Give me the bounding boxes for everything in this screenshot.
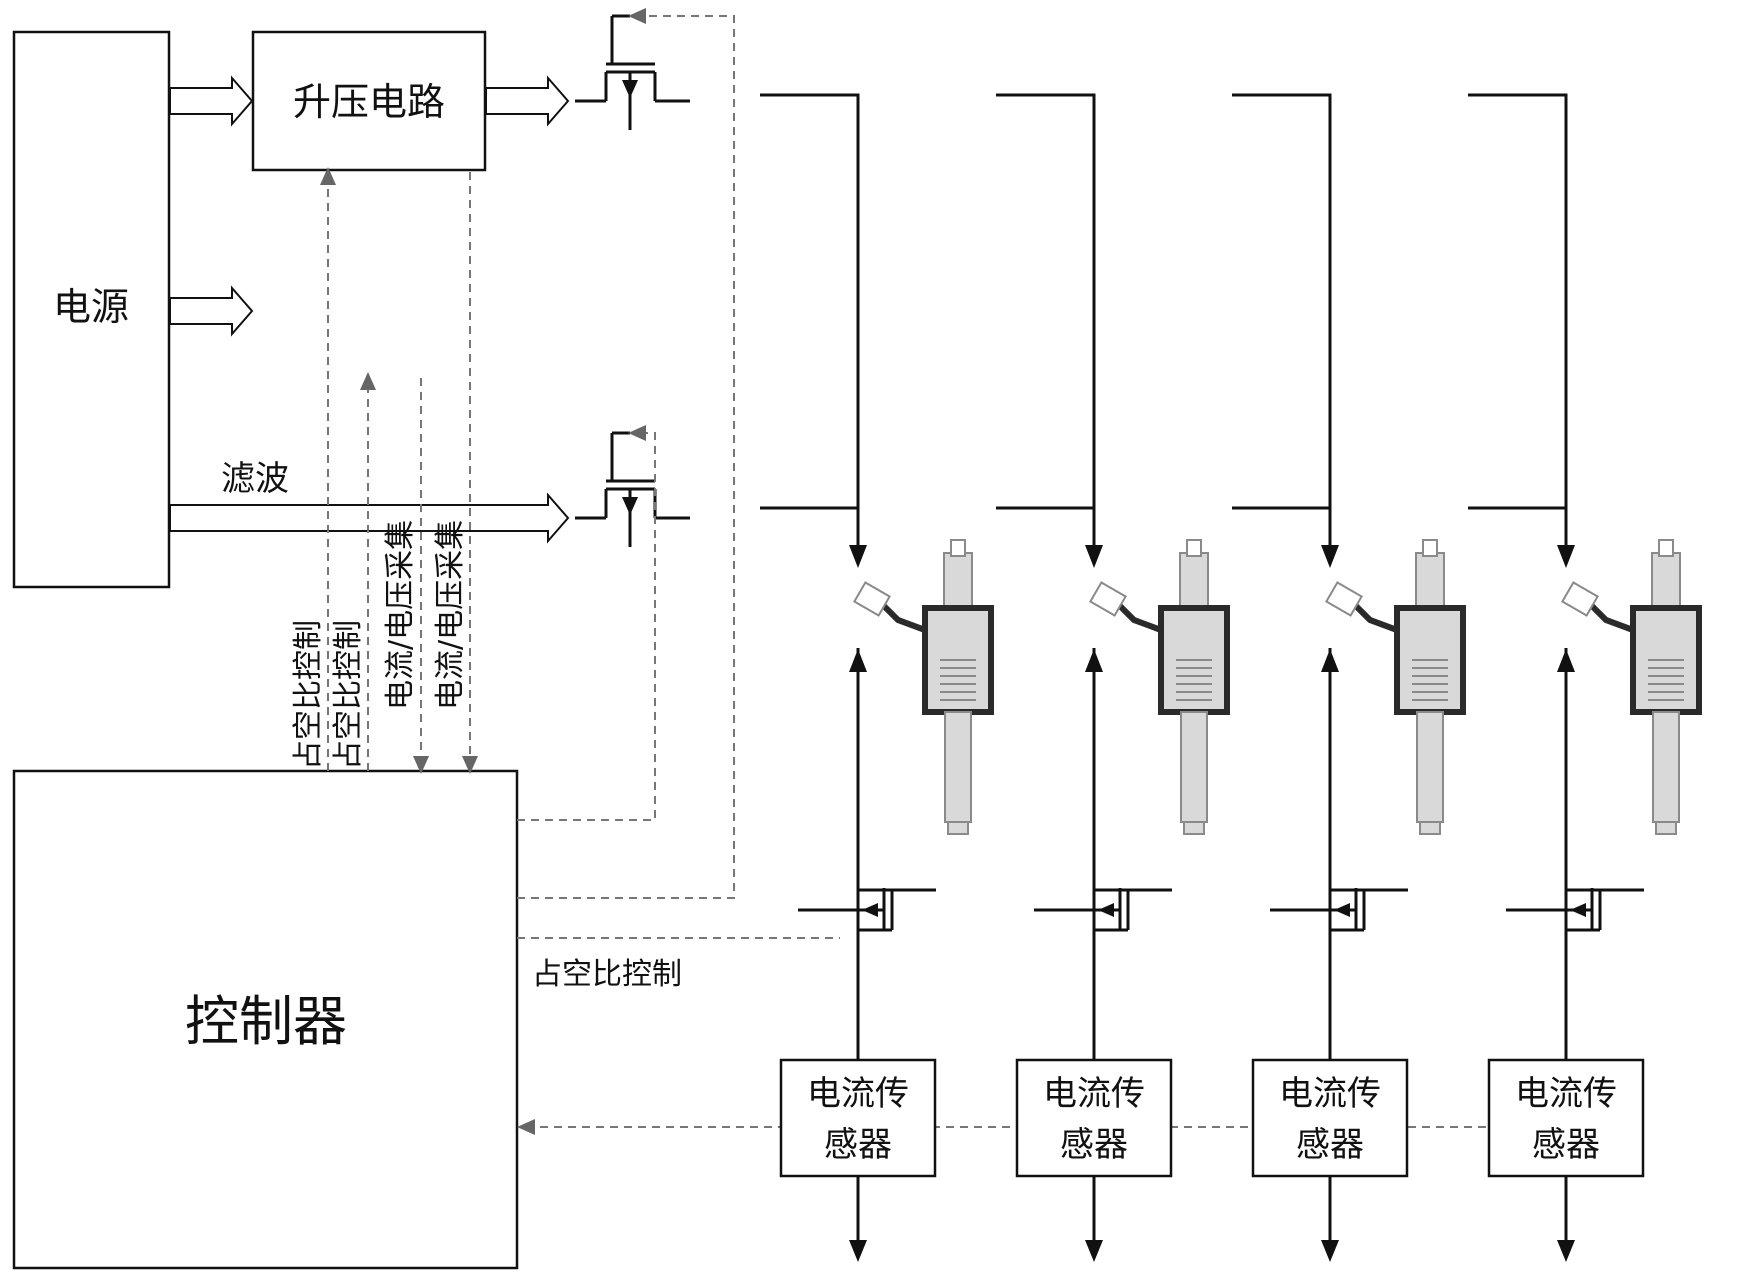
injector-icon [853,539,994,835]
injector-connector [1352,602,1399,633]
injector-top [1179,552,1209,609]
current-sensor-label-line2: 感器 [1296,1125,1364,1165]
current-sensor-label-line1: 电流传 [807,1074,909,1114]
injector-tip [1419,821,1441,835]
output-arrow [1557,1240,1575,1262]
high-side-switch-top [575,14,690,130]
return-arrow [1321,649,1339,672]
injector-nozzle [1652,711,1680,823]
acq-label-b: 电流/电压采集 [433,520,468,710]
current-sensor-label-line1: 电流传 [1515,1074,1617,1114]
boost-circuit-block: 升压电路 [251,30,487,172]
injector-icon [1561,539,1702,835]
injector-nozzle [1416,711,1444,823]
injector-inlet [950,539,966,557]
controller-block: 控制器 [12,769,519,1270]
injector-connector [1588,602,1635,633]
filter-label: 滤波 [221,459,289,499]
current-sensor-box [779,1058,937,1178]
supply-line-a [760,93,860,545]
supply-line-a [996,93,1096,545]
injector-connector [1116,602,1163,633]
current-sensor-box [1251,1058,1409,1178]
connector-plug [1325,581,1363,617]
low-side-switch [1506,888,1644,932]
injector-connector [880,602,927,633]
supply-line-a [1468,93,1568,545]
boost-circuit-label: 升压电路 [293,80,445,124]
output-arrow [1321,1240,1339,1262]
injector-tip [947,821,969,835]
power-source-label: 电源 [53,285,129,329]
current-sensor-box [1487,1058,1645,1178]
switch-arrow [1334,903,1350,917]
injector-tip [1183,821,1205,835]
duty-control-low-label: 占空比控制 [532,957,682,992]
injector-top [1651,552,1681,609]
current-sensor-label-line1: 电流传 [1043,1074,1145,1114]
switch-arrow [1098,903,1114,917]
current-sensor-label-line1: 电流传 [1279,1074,1381,1114]
current-sensor-label-line2: 感器 [1532,1125,1600,1165]
injector-nozzle [1180,711,1208,823]
injector-body [922,605,994,715]
current-sensor-label-line2: 感器 [824,1125,892,1165]
supply-arrow [849,545,867,568]
connector-plug [1089,581,1127,617]
injector-inlet [1186,539,1202,557]
injector-tip [1655,821,1677,835]
connector-plug [1561,581,1599,617]
supply-arrow [1085,545,1103,568]
low-side-switch [798,888,936,932]
duty-control-label-a: 占空比控制 [291,620,326,770]
power-mid-arrow [169,285,254,337]
controller-label: 控制器 [185,990,347,1053]
current-sensor-box [1015,1058,1173,1178]
connector-plug [853,581,891,617]
current-sensor-label-line2: 感器 [1060,1125,1128,1165]
supply-arrow [1557,545,1575,568]
injector-inlet [1422,539,1438,557]
boost-out-arrow [485,75,570,127]
low-side-switch [1034,888,1172,932]
low-side-switch [1270,888,1408,932]
vertical-labels: 占空比控制 占空比控制 电流/电压采集 电流/电压采集 [291,520,468,770]
supply-arrow [1321,545,1339,568]
return-arrow [1085,649,1103,672]
injector-top [943,552,973,609]
power-source-block: 电源 [12,30,171,589]
supply-line-a [1232,93,1332,545]
duty-control-label-b: 占空比控制 [331,620,366,770]
acq-label-a: 电流/电压采集 [383,520,418,710]
output-arrow [849,1240,867,1262]
output-arrow [1085,1240,1103,1262]
top-gate-line [517,8,735,899]
bottom-gate-line [517,425,656,821]
injector-nozzle [944,711,972,823]
injector-inlet [1658,539,1674,557]
switch-arrow [862,903,878,917]
return-arrow [1557,649,1575,672]
return-arrow [849,649,867,672]
dashed-signal-lines [320,8,1640,1135]
injector-icon [1325,539,1466,835]
injector-top [1415,552,1445,609]
high-side-switch-bottom [575,431,690,547]
injector-icon [1089,539,1230,835]
switch-arrow [1570,903,1586,917]
power-to-boost-arrow [169,75,254,127]
